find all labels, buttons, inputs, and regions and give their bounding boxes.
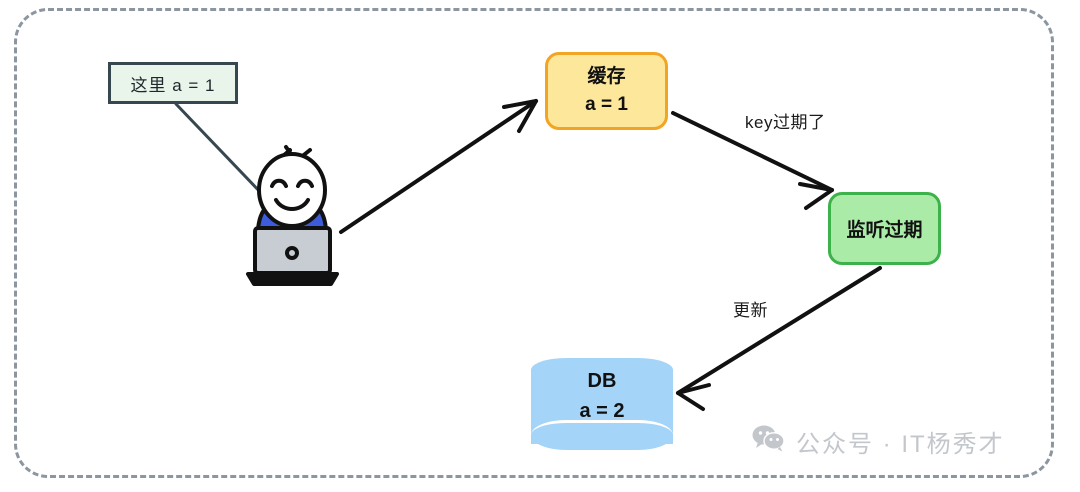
note-box-label: 这里 a = 1 <box>130 75 216 95</box>
cache-node-title: 缓存 <box>587 66 626 88</box>
outer-dashed-frame <box>14 8 1054 478</box>
cache-node-value: a = 1 <box>585 94 628 115</box>
wechat-icon <box>752 424 786 459</box>
edge-label-update: 更新 <box>733 301 768 320</box>
edge-label-key-expired: key过期了 <box>745 113 826 132</box>
db-cylinder-top <box>531 358 673 382</box>
cache-node: 缓存 a = 1 <box>545 52 668 130</box>
db-node-text: DB a = 2 <box>531 366 673 426</box>
listener-node: 监听过期 <box>828 192 941 265</box>
db-node-title: DB <box>587 370 617 392</box>
db-node-value: a = 2 <box>579 400 625 422</box>
db-node: DB a = 2 <box>531 358 673 456</box>
watermark: 公众号 · IT杨秀才 <box>752 424 1005 459</box>
db-cylinder-bottom <box>531 420 673 450</box>
watermark-text: 公众号 · IT杨秀才 <box>796 431 1005 458</box>
listener-node-label: 监听过期 <box>846 220 923 241</box>
note-box: 这里 a = 1 <box>108 62 238 104</box>
